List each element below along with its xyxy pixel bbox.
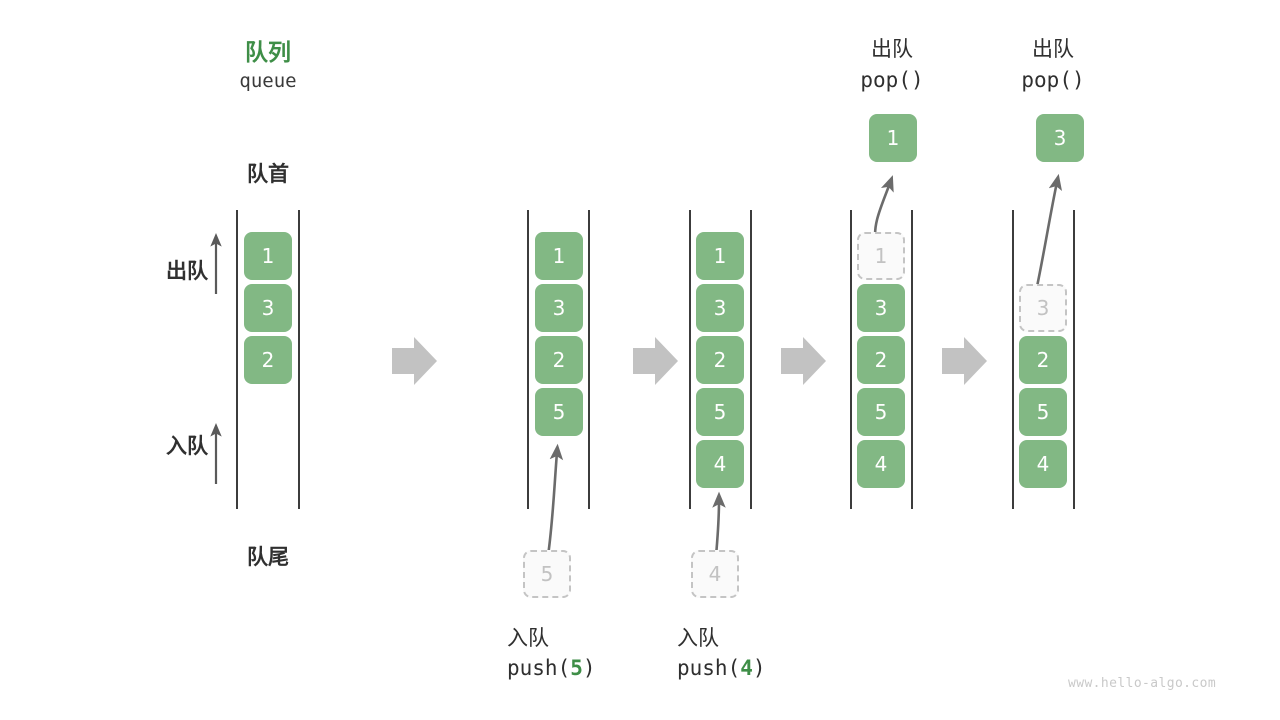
step-caption-cn: 入队 [507, 626, 549, 650]
queue-cell: 2 [535, 336, 583, 384]
queue-cell: 2 [1019, 336, 1067, 384]
step-header-cn: 出队 [871, 37, 913, 61]
step-header-cn: 出队 [1032, 37, 1074, 61]
queue-cell-removed: 3 [1019, 284, 1067, 332]
floating-ghost-cell: 4 [691, 550, 739, 598]
step-caption-cn: 入队 [677, 626, 719, 650]
step-header-code: pop() [860, 68, 924, 92]
code-prefix: push( [677, 656, 741, 680]
code-suffix: ) [752, 656, 766, 680]
queue-cell-new: 5 [535, 388, 583, 436]
queue-cell: 3 [696, 284, 744, 332]
queue-cell: 3 [535, 284, 583, 332]
step-caption-code: push(5) [467, 656, 657, 680]
step-caption-code: push(4) [637, 656, 827, 680]
popped-cell: 3 [1036, 114, 1084, 162]
queue-cell: 4 [857, 440, 905, 488]
code-arg: 5 [570, 656, 583, 680]
queue-cell: 2 [696, 336, 744, 384]
queue-title-cn: 队列 [245, 40, 291, 66]
queue-cell: 3 [244, 284, 292, 332]
queue-cell: 5 [857, 388, 905, 436]
step-header-code: pop() [1021, 68, 1085, 92]
rear-label: 队尾 [247, 545, 289, 569]
floating-ghost-cell: 5 [523, 550, 571, 598]
enqueue-axis-label: 入队 [166, 434, 208, 458]
watermark: www.hello-algo.com [1068, 676, 1217, 691]
front-label: 队首 [247, 162, 289, 186]
popped-cell: 1 [869, 114, 917, 162]
dequeue-axis-label: 出队 [166, 259, 208, 283]
queue-cell: 1 [244, 232, 292, 280]
queue-cell: 5 [1019, 388, 1067, 436]
queue-cell: 2 [244, 336, 292, 384]
queue-cell: 1 [535, 232, 583, 280]
queue-title-en: queue [239, 70, 297, 92]
queue-cell: 3 [857, 284, 905, 332]
code-suffix: ) [582, 656, 596, 680]
queue-cell: 1 [696, 232, 744, 280]
queue-cell: 2 [857, 336, 905, 384]
code-prefix: push( [507, 656, 571, 680]
queue-cell-removed: 1 [857, 232, 905, 280]
queue-cell: 5 [696, 388, 744, 436]
queue-cell: 4 [1019, 440, 1067, 488]
code-arg: 4 [740, 656, 753, 680]
queue-cell-new: 4 [696, 440, 744, 488]
